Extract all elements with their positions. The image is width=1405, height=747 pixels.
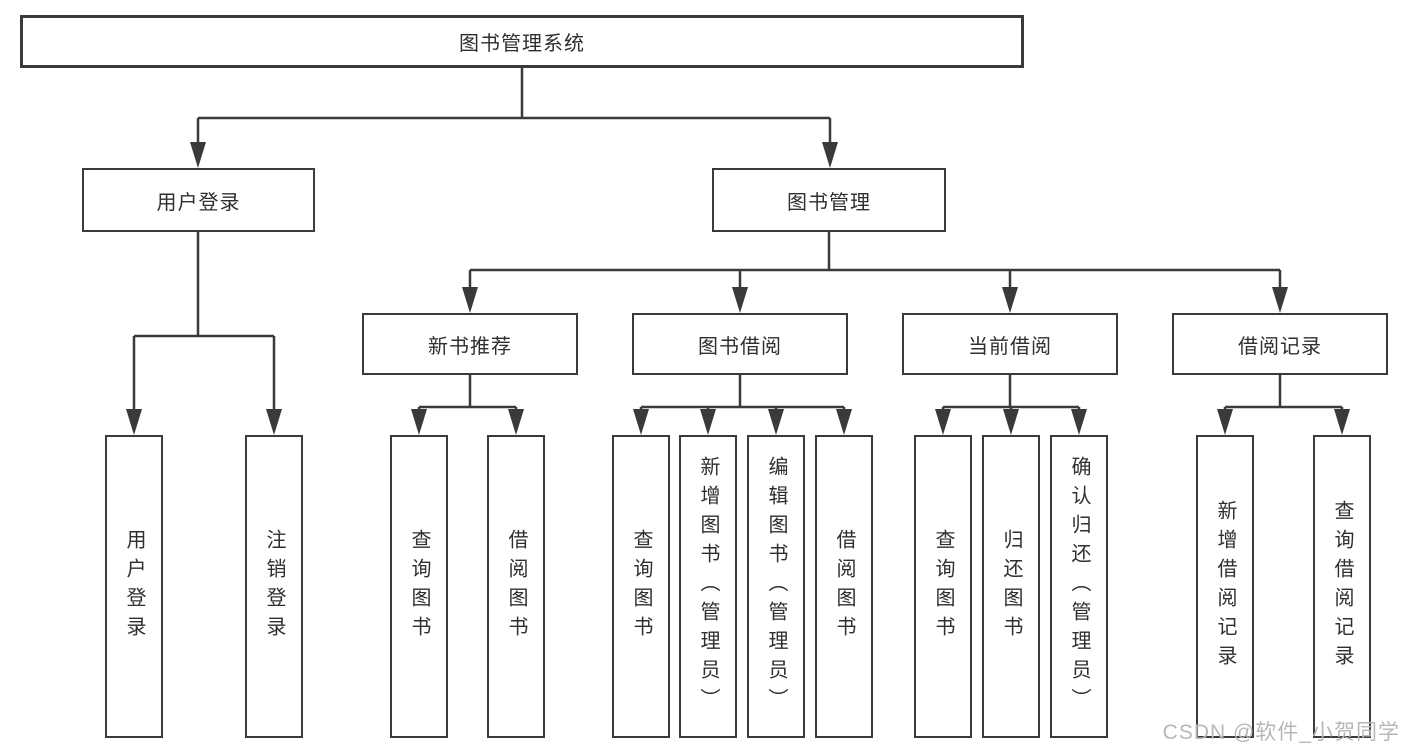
leaf-user-login-label: 用户登录 [123,528,145,645]
node-book-borrow-label: 图书借阅 [698,335,782,358]
leaf-query-books-1-label: 查询图书 [408,528,430,645]
leaf-logout: 注销登录 [245,435,303,738]
node-root-label: 图书管理系统 [459,33,585,55]
node-new-book-recommend: 新书推荐 [362,313,578,375]
leaf-return-books: 归还图书 [982,435,1040,738]
leaf-borrow-books-1: 借阅图书 [487,435,545,738]
leaf-confirm-return-admin: 确认归还（管理员） [1050,435,1108,738]
leaf-query-books-2: 查询图书 [612,435,670,738]
node-user-login-label: 用户登录 [156,191,241,214]
leaf-add-books-admin: 新增图书（管理员） [679,435,737,738]
leaf-return-books-label: 归还图书 [1000,528,1022,645]
leaf-query-borrow-record-label: 查询借阅记录 [1331,499,1353,674]
leaf-query-books-2-label: 查询图书 [630,528,652,645]
leaf-logout-label: 注销登录 [263,528,285,645]
leaf-user-login: 用户登录 [105,435,163,738]
node-current-borrow-label: 当前借阅 [968,335,1052,358]
node-borrow-records: 借阅记录 [1172,313,1388,375]
node-user-login: 用户登录 [82,168,315,232]
leaf-confirm-return-admin-label: 确认归还（管理员） [1068,456,1090,717]
leaf-add-borrow-record: 新增借阅记录 [1196,435,1254,738]
watermark: CSDN @软件_小贺同学 [1162,721,1400,744]
leaf-query-books-3-label: 查询图书 [932,528,954,645]
node-new-book-recommend-label: 新书推荐 [428,335,512,358]
leaf-borrow-books-1-label: 借阅图书 [505,528,527,645]
node-current-borrow: 当前借阅 [902,313,1118,375]
leaf-edit-books-admin-label: 编辑图书（管理员） [765,456,787,717]
node-root: 图书管理系统 [20,15,1024,68]
node-book-management-label: 图书管理 [787,191,871,214]
leaf-query-books-1: 查询图书 [390,435,448,738]
leaf-query-borrow-record: 查询借阅记录 [1313,435,1371,738]
leaf-add-borrow-record-label: 新增借阅记录 [1214,499,1236,674]
leaf-borrow-books-2: 借阅图书 [815,435,873,738]
connector-lines [134,68,1342,409]
leaf-borrow-books-2-label: 借阅图书 [833,528,855,645]
leaf-query-books-3: 查询图书 [914,435,972,738]
node-borrow-records-label: 借阅记录 [1238,335,1322,358]
node-book-management: 图书管理 [712,168,946,232]
leaf-edit-books-admin: 编辑图书（管理员） [747,435,805,738]
arrowhead-icons [126,142,1350,435]
node-book-borrow: 图书借阅 [632,313,848,375]
leaf-add-books-admin-label: 新增图书（管理员） [697,456,719,717]
